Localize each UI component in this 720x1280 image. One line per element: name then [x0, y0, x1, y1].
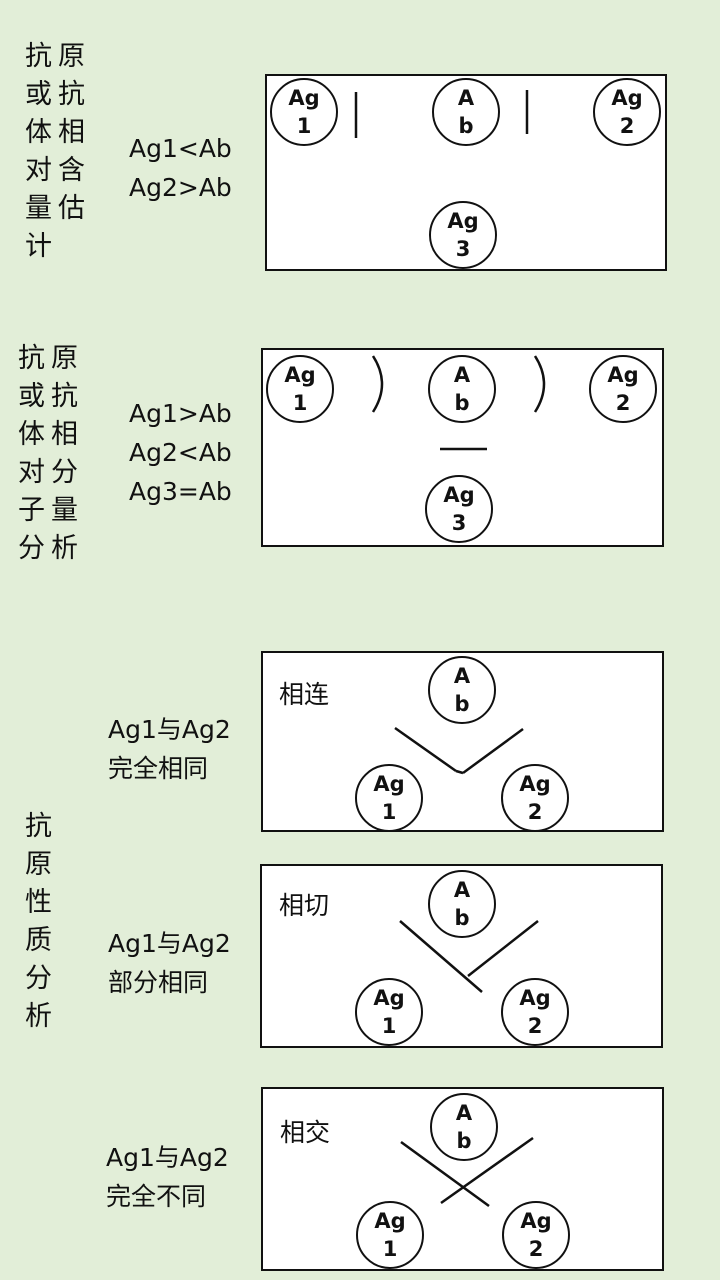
precip-line-left-cross: [400, 1140, 490, 1208]
section1-title: 抗原 或抗 体相 对含 量估 计: [25, 41, 85, 262]
identity-description: Ag1与Ag2 完全相同: [108, 715, 231, 783]
section2-precipitation-lines: [371, 355, 546, 451]
precip-line-right: [467, 920, 539, 977]
precip-line-right-cross: [440, 1136, 534, 1205]
precip-line-right: [462, 727, 524, 775]
non-identity-precipitation-lines: [400, 1136, 534, 1208]
section2-title: 抗原 或抗 体相 对分 子量 分析: [18, 343, 78, 564]
precip-line-left-spur: [399, 920, 483, 993]
section1-description: Ag1<Ab Ag2>Ab: [129, 134, 232, 202]
section2-description: Ag1>Ab Ag2<Ab Ag3=Ab: [129, 399, 232, 506]
identity-precipitation-lines: [394, 726, 524, 775]
partial-identity-description: Ag1与Ag2 部分相同: [108, 929, 231, 997]
precip-arc-ag1-ab: [371, 355, 384, 413]
precip-line-joint: [455, 769, 464, 775]
precip-arc-ab-ag2: [533, 355, 546, 413]
identity-label: 相连: [279, 680, 330, 709]
section3-title: 抗 原 性 质 分 析: [25, 811, 52, 1032]
precip-line-left: [394, 726, 457, 773]
partial-identity-label: 相切: [279, 891, 330, 920]
non-identity-description: Ag1与Ag2 完全不同: [106, 1143, 229, 1211]
non-identity-label: 相交: [280, 1118, 331, 1147]
section1-precipitation-lines: [354, 90, 529, 138]
partial-identity-precipitation-lines: [399, 920, 539, 993]
